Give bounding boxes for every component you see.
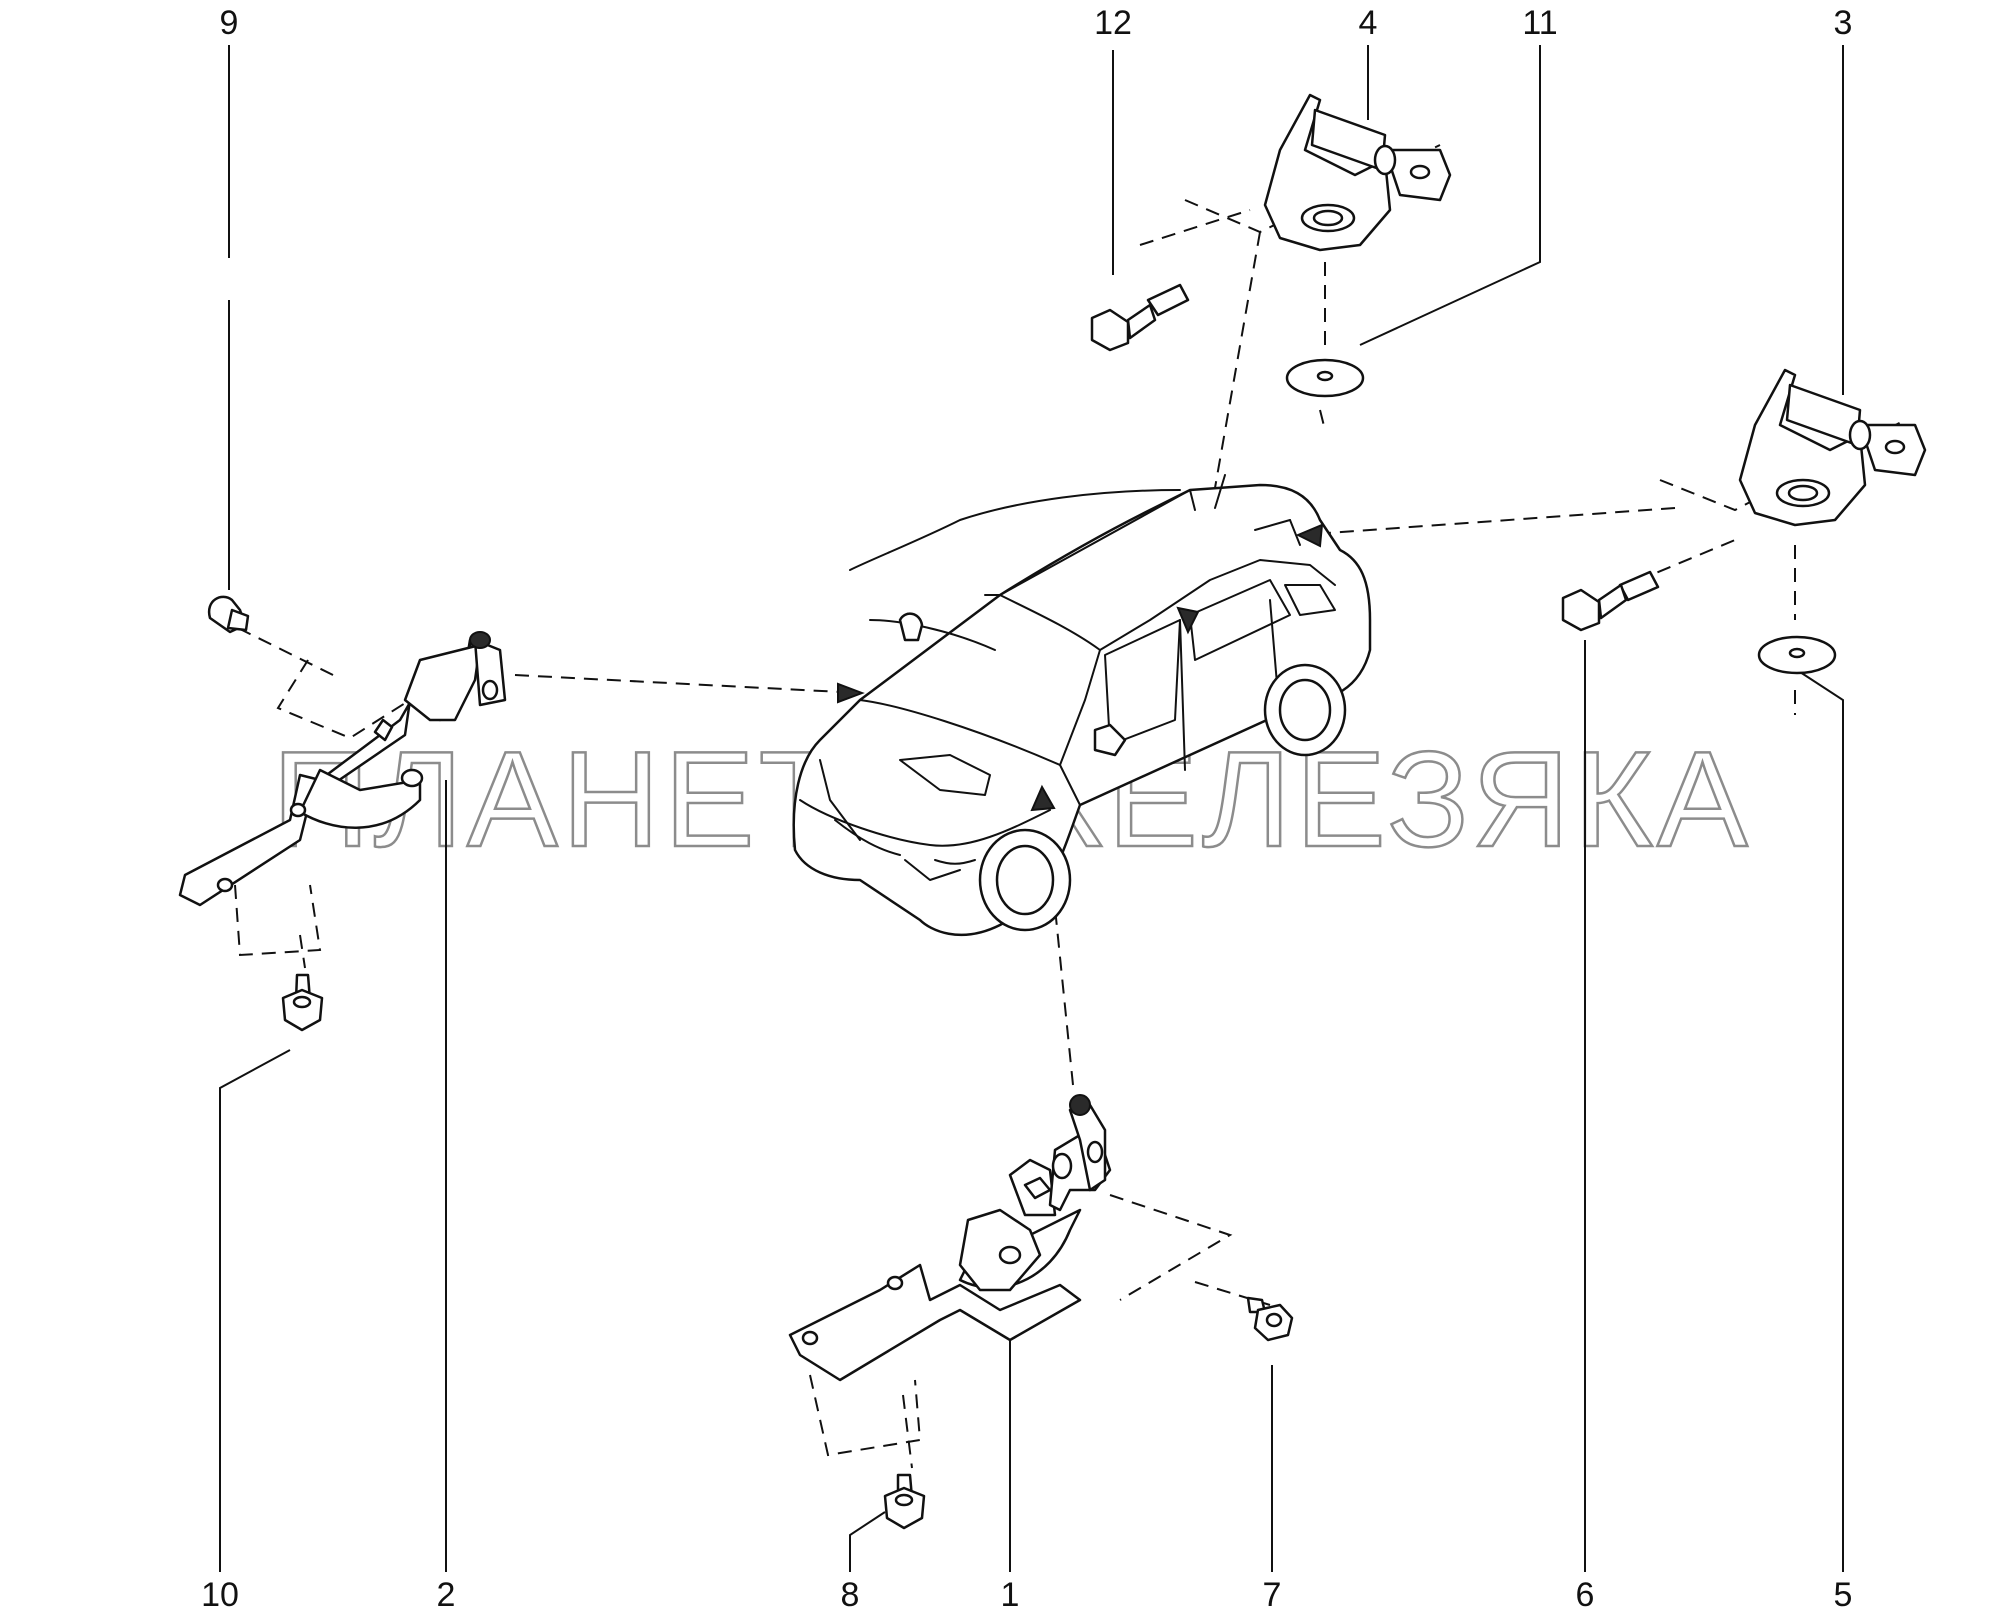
- callout-labels: 9 12 4 11 3 10 2 8 1 7 6 5: [201, 4, 1852, 1614]
- callout-12: 12: [1094, 4, 1132, 42]
- car-body-illustration: [792, 474, 1372, 937]
- callout-11: 11: [1522, 4, 1557, 42]
- assembly-arrowheads: [837, 523, 1324, 812]
- callout-1: 1: [1001, 1576, 1020, 1614]
- hinge-part-1: [788, 1094, 1112, 1382]
- screw-part-10: [281, 973, 324, 1032]
- callout-2: 2: [437, 1576, 456, 1614]
- washer-part-11: [1285, 358, 1365, 398]
- callout-10: 10: [201, 1576, 239, 1614]
- callout-7: 7: [1263, 1576, 1282, 1614]
- bolt-part-12: [1090, 283, 1190, 352]
- callout-4: 4: [1359, 4, 1378, 42]
- assembly-lines: [234, 144, 1906, 1469]
- cap-nut-part-9: [207, 595, 250, 634]
- callout-6: 6: [1576, 1576, 1595, 1614]
- callout-5: 5: [1834, 1576, 1853, 1614]
- hinge-part-2: [178, 631, 507, 907]
- callout-9: 9: [220, 4, 239, 42]
- hinge-part-4: [1263, 93, 1452, 252]
- nut-part-7: [1246, 1296, 1294, 1342]
- washer-part-5: [1757, 635, 1837, 675]
- hinge-part-3: [1738, 368, 1927, 527]
- callout-3: 3: [1834, 4, 1853, 42]
- bolt-part-6: [1561, 570, 1660, 632]
- leader-lines: [219, 45, 1844, 1572]
- callout-8: 8: [841, 1576, 860, 1614]
- screw-part-8: [883, 1473, 926, 1530]
